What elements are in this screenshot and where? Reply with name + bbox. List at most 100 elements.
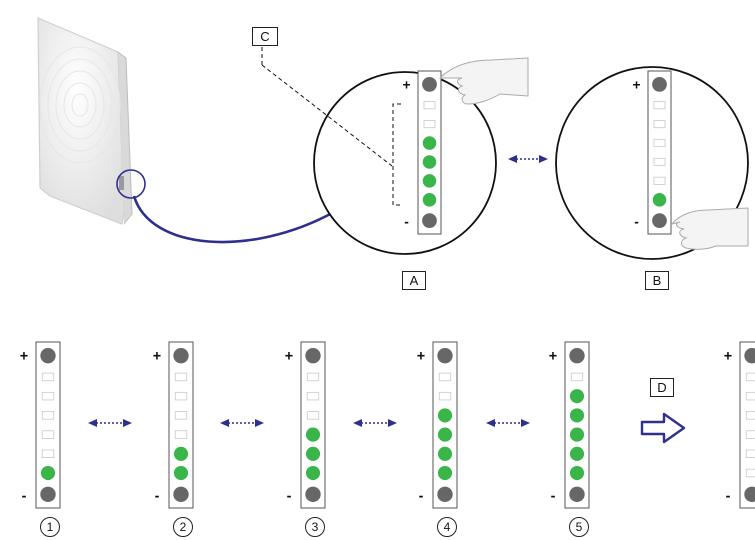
panel-frame bbox=[417, 70, 442, 235]
plus-sign: + bbox=[20, 349, 28, 365]
led-indicator-on bbox=[422, 193, 437, 207]
led-indicator-on bbox=[422, 136, 437, 150]
panel-frame bbox=[647, 70, 672, 235]
step-number-3: 3 bbox=[305, 517, 325, 537]
arrow-head-right bbox=[123, 419, 132, 427]
led-indicator-on bbox=[305, 465, 321, 481]
step-panels: +-+-+-+-+- bbox=[20, 341, 590, 509]
arrow-head-right bbox=[521, 419, 530, 427]
led-indicator-off bbox=[41, 372, 55, 382]
led-indicator-off bbox=[653, 120, 666, 129]
led-indicator-on bbox=[40, 465, 56, 481]
led-indicator-on bbox=[569, 465, 585, 481]
label-d: D bbox=[650, 378, 674, 397]
arrow-head-left bbox=[88, 419, 97, 427]
plus-sign: + bbox=[402, 77, 410, 92]
panel-frame bbox=[739, 341, 755, 509]
minus-button bbox=[652, 213, 667, 228]
led-indicator-on bbox=[437, 408, 453, 423]
arrow-head-left bbox=[508, 155, 517, 163]
double-dotted-arrow-icon bbox=[220, 419, 264, 427]
step-number-5: 5 bbox=[569, 517, 589, 537]
led-indicator-on bbox=[173, 446, 189, 461]
led-indicator-off bbox=[653, 138, 666, 148]
label-b: B bbox=[645, 271, 669, 290]
minus-sign: - bbox=[419, 488, 424, 504]
led-indicator-on bbox=[569, 446, 585, 461]
pointing-hand-icon bbox=[670, 207, 749, 250]
label-c: C bbox=[252, 27, 278, 46]
minus-sign: - bbox=[22, 488, 27, 504]
led-indicator-on bbox=[173, 465, 189, 481]
plus-button bbox=[744, 348, 755, 364]
led-indicator-on bbox=[652, 193, 667, 207]
led-indicator-off bbox=[306, 391, 320, 401]
led-panel-b: +- bbox=[632, 70, 672, 235]
led-indicator-off bbox=[174, 372, 188, 382]
plus-sign: + bbox=[153, 349, 161, 365]
led-indicator-off bbox=[41, 391, 55, 401]
plus-sign: + bbox=[724, 349, 732, 365]
label-a: A bbox=[402, 271, 426, 290]
led-indicator-on bbox=[569, 389, 585, 404]
step-panel-4: +- bbox=[417, 341, 458, 509]
led-indicator-off bbox=[745, 391, 755, 401]
double-dotted-arrow-icon bbox=[508, 155, 548, 163]
panel-frame bbox=[564, 341, 590, 509]
pointing-hand-icon bbox=[438, 57, 529, 105]
step-number-4: 4 bbox=[437, 517, 457, 537]
minus-button bbox=[305, 486, 321, 502]
minus-button bbox=[173, 486, 189, 502]
hollow-right-arrow-icon bbox=[640, 412, 686, 444]
detail-circle-a bbox=[313, 71, 497, 255]
router-device-icon bbox=[37, 17, 133, 225]
step-panel-2: +- bbox=[153, 341, 194, 509]
arrow-head-left bbox=[353, 419, 362, 427]
swap-arrows bbox=[88, 155, 548, 427]
plus-sign: + bbox=[417, 349, 425, 365]
panel-frame bbox=[432, 341, 458, 509]
led-indicator-off bbox=[438, 372, 452, 382]
arrow-head-right bbox=[539, 155, 548, 163]
step-panel-1: +- bbox=[20, 341, 61, 509]
led-indicator-off bbox=[745, 372, 755, 382]
arrow-head-right bbox=[388, 419, 397, 427]
step-panel-5: +- bbox=[549, 341, 590, 509]
led-indicator-on bbox=[437, 446, 453, 461]
led-indicator-on bbox=[305, 427, 321, 442]
led-indicator-off bbox=[570, 372, 584, 382]
led-indicator-off bbox=[174, 391, 188, 401]
led-indicator-off bbox=[653, 157, 666, 166]
led-indicator-off bbox=[41, 411, 55, 420]
plus-button bbox=[437, 348, 453, 364]
led-bracket bbox=[392, 103, 401, 206]
led-indicator-on bbox=[305, 446, 321, 461]
panel-frame bbox=[35, 341, 61, 509]
led-indicator-off bbox=[423, 120, 436, 129]
minus-sign: - bbox=[155, 488, 160, 504]
led-indicator-on bbox=[437, 427, 453, 442]
minus-button bbox=[40, 486, 56, 502]
plus-button bbox=[652, 77, 667, 92]
minus-sign: - bbox=[287, 488, 292, 504]
double-dotted-arrow-icon bbox=[88, 419, 132, 427]
led-indicator-off bbox=[438, 391, 452, 401]
step-number-2: 2 bbox=[173, 517, 193, 537]
panel-frame bbox=[300, 341, 326, 509]
led-panel-a: +- bbox=[402, 70, 442, 235]
step-number-1: 1 bbox=[40, 517, 60, 537]
led-indicator-on bbox=[569, 427, 585, 442]
led-indicator-on bbox=[422, 174, 437, 188]
led-indicator-off bbox=[745, 468, 755, 478]
led-panel-final: +- bbox=[724, 341, 755, 509]
led-indicator-off bbox=[745, 430, 755, 439]
arrow-head-left bbox=[486, 419, 495, 427]
zoom-highlight-circle bbox=[116, 169, 146, 199]
double-dotted-arrow-icon bbox=[353, 419, 397, 427]
led-indicator-on bbox=[437, 465, 453, 481]
minus-button bbox=[744, 486, 755, 502]
plus-button bbox=[305, 348, 321, 364]
led-indicator-on bbox=[422, 155, 437, 169]
double-dotted-arrow-icon bbox=[486, 419, 530, 427]
